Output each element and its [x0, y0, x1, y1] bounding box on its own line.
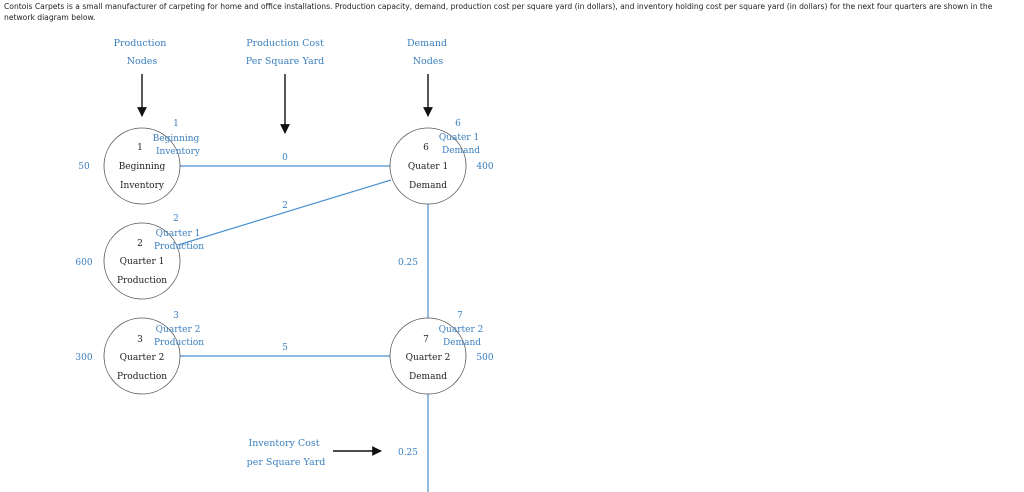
inventory-cost-header-line2: per Square Yard: [247, 457, 326, 468]
node-3-id: 3: [137, 335, 143, 345]
node-2-line1: Quarter 1: [120, 257, 165, 267]
edge-7-next-cost: 0.25: [398, 448, 418, 458]
node-7-demand: 500: [476, 353, 493, 363]
node-3: 3 Quarter 2 Production 3 Quarter 2 Produ…: [75, 311, 204, 395]
node-6: 6 Quater 1 Demand 6 Quater 1 Demand 400: [389, 119, 494, 205]
node-3-overlay-line1: Quarter 2: [156, 325, 201, 335]
node-7-overlay-line1: Quarter 2: [439, 325, 484, 335]
edge-6-7-cost: 0.25: [398, 258, 418, 268]
node-6-line2: Demand: [409, 181, 447, 191]
node-7-id: 7: [423, 335, 429, 345]
node-1-overlay-id: 1: [173, 119, 179, 129]
node-3-supply: 300: [75, 353, 92, 363]
node-1-supply: 50: [78, 162, 90, 172]
node-1-overlay-line2: Inventory: [156, 147, 201, 157]
node-6-circle: [389, 127, 467, 205]
node-3-line1: Quarter 2: [120, 353, 165, 363]
demand-nodes-header-line1: Demand: [407, 38, 447, 49]
node-1-line2: Inventory: [120, 181, 165, 191]
node-1-overlay-line1: Beginning: [153, 134, 200, 144]
node-3-overlay-id: 3: [173, 311, 179, 321]
node-6-line1: Quater 1: [408, 162, 448, 172]
node-2: 2 Quarter 1 Production 2 Quarter 1 Produ…: [75, 214, 204, 300]
node-2-supply: 600: [75, 258, 92, 268]
edge-2-6: [177, 179, 392, 246]
node-6-overlay-id: 6: [455, 119, 461, 129]
intro-text: Contois Carpets is a small manufacturer …: [4, 2, 993, 22]
node-1-line1: Beginning: [119, 162, 166, 172]
inventory-cost-header-line1: Inventory Cost: [248, 438, 319, 449]
production-cost-header-line2: Per Square Yard: [246, 56, 325, 67]
production-nodes-header-line1: Production: [114, 38, 167, 49]
node-6-overlay-line2: Demand: [442, 146, 480, 156]
node-2-overlay-id: 2: [173, 214, 179, 224]
production-nodes-header-line2: Nodes: [127, 56, 158, 67]
node-2-circle: [103, 222, 181, 300]
node-3-circle: [103, 317, 181, 395]
node-3-line2: Production: [117, 372, 167, 382]
node-7-line1: Quarter 2: [406, 353, 451, 363]
node-3-overlay-line2: Production: [154, 338, 204, 348]
node-6-demand: 400: [476, 162, 493, 172]
node-1: 1 Beginning Inventory 1 Beginning Invent…: [78, 119, 201, 205]
node-1-circle: [103, 127, 181, 205]
node-1-id: 1: [137, 143, 143, 153]
node-6-overlay-line1: Quater 1: [439, 133, 479, 143]
node-2-overlay-line1: Quarter 1: [156, 229, 201, 239]
edge-2-6-cost: 2: [282, 201, 288, 211]
node-7-overlay-id: 7: [457, 311, 463, 321]
node-7-overlay-line2: Demand: [443, 338, 481, 348]
node-2-line2: Production: [117, 276, 167, 286]
node-7: 7 Quarter 2 Demand 7 Quarter 2 Demand 50…: [389, 311, 494, 395]
node-2-overlay-line2: Production: [154, 242, 204, 252]
demand-nodes-header-line2: Nodes: [413, 56, 444, 67]
node-7-circle: [389, 317, 467, 395]
edge-3-7-cost: 5: [282, 343, 288, 353]
node-2-id: 2: [137, 239, 143, 249]
node-7-line2: Demand: [409, 372, 447, 382]
production-cost-header-line1: Production Cost: [246, 38, 324, 49]
node-6-id: 6: [423, 143, 429, 153]
edge-1-6-cost: 0: [282, 153, 288, 163]
